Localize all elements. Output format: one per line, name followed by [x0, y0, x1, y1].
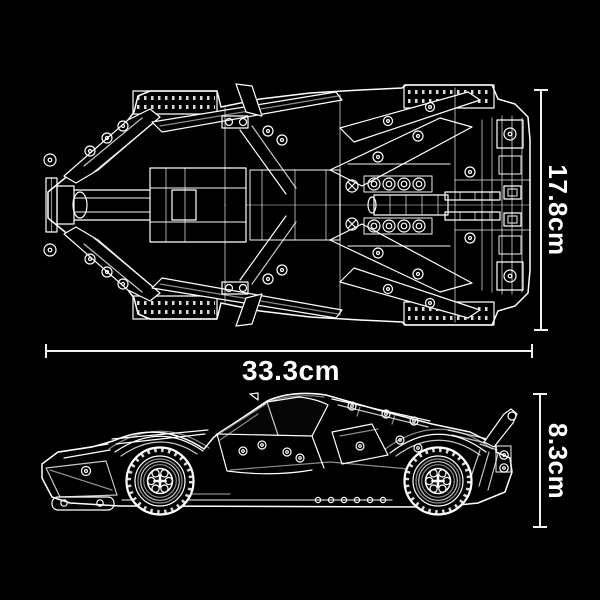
- rear-wing: [483, 408, 518, 448]
- top-view-center-details: [45, 115, 531, 295]
- front-wheel: [124, 445, 196, 517]
- width-dimension: 17.8cm: [534, 89, 573, 331]
- length-dimension: 33.3cm: [45, 344, 533, 386]
- height-dimension-label: 8.3cm: [543, 423, 573, 499]
- height-dimension: 8.3cm: [533, 393, 573, 528]
- side-view-drawing: [41, 392, 518, 517]
- length-dimension-label: 33.3cm: [242, 355, 340, 386]
- width-dimension-label: 17.8cm: [543, 164, 573, 255]
- rear-wheel: [402, 445, 474, 517]
- top-view-drawing: [42, 83, 532, 328]
